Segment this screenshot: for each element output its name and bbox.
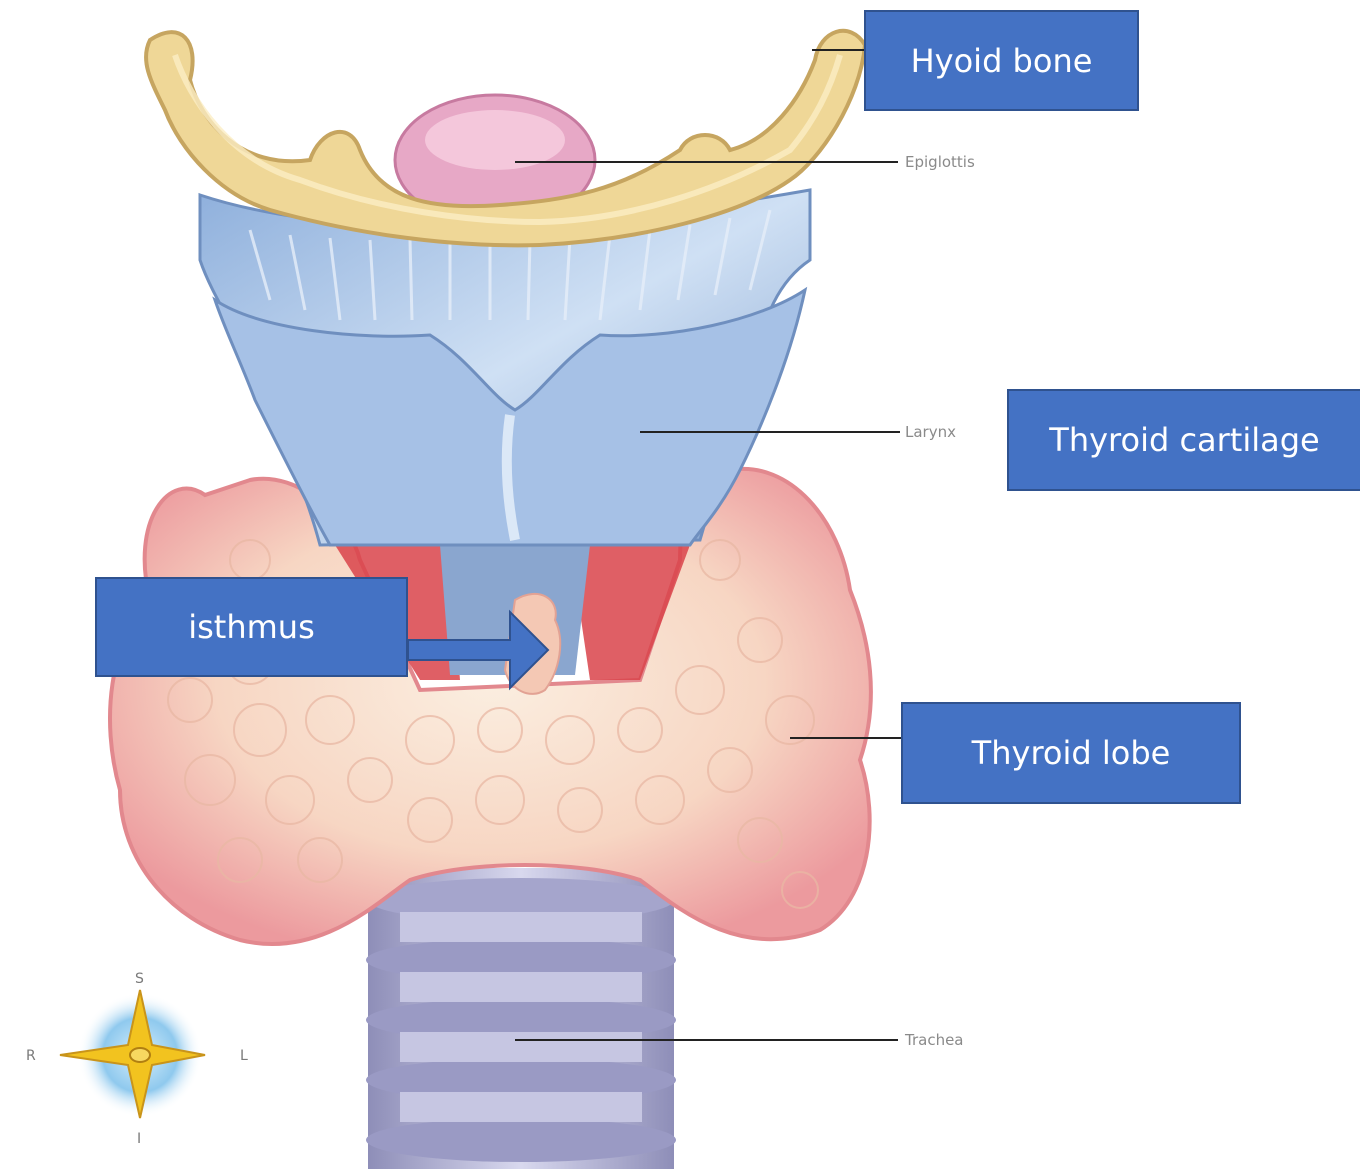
- trachea: [366, 868, 676, 1169]
- trachea-label: Trachea: [904, 1031, 964, 1049]
- larynx-label: Larynx: [905, 423, 956, 441]
- epiglottis-label: Epiglottis: [905, 153, 975, 171]
- thyroid-lobe-callout: Thyroid lobe: [901, 702, 1241, 804]
- thyroid-cartilage-callout: Thyroid cartilage: [1007, 389, 1360, 491]
- compass-inferior: I: [137, 1131, 141, 1147]
- compass-right: R: [26, 1048, 36, 1064]
- compass-left: L: [240, 1048, 248, 1064]
- orientation-compass: S I R L: [26, 971, 248, 1147]
- isthmus-callout: isthmus: [95, 577, 408, 677]
- hyoid-bone-callout: Hyoid bone: [864, 10, 1139, 111]
- compass-superior: S: [135, 971, 144, 987]
